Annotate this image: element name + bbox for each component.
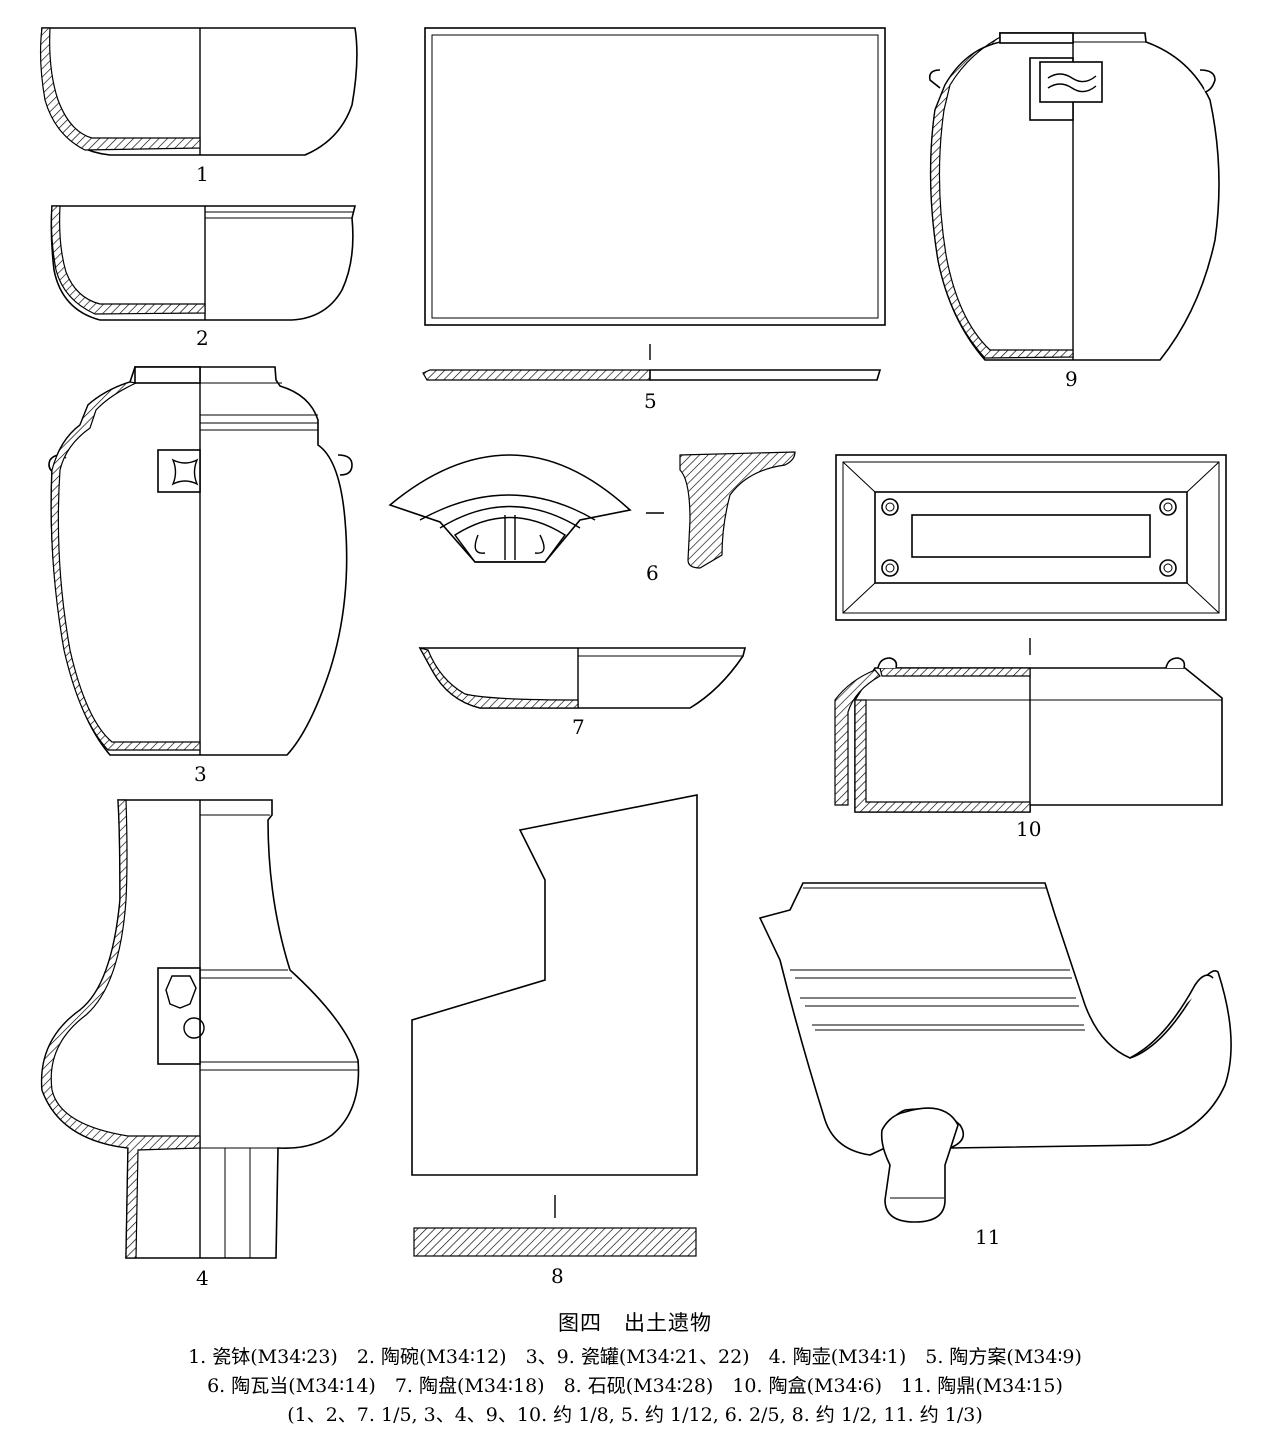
figure-caption-line-3: (1、2、7. 1/5, 3、4、9、10. 约 1/8, 5. 约 1/12,… bbox=[287, 1404, 983, 1426]
drawing-8-stone-inkstone bbox=[411, 794, 698, 1257]
figure-caption-title: 图四 出土遗物 bbox=[558, 1311, 712, 1335]
drawing-6-eave-tile bbox=[388, 451, 796, 569]
drawing-2-pottery-bowl bbox=[50, 205, 357, 321]
figure-label-7: 7 bbox=[572, 715, 585, 739]
figure-caption-line-1: 1. 瓷钵(M34∶23) 2. 陶碗(M34∶12) 3、9. 瓷罐(M34∶… bbox=[188, 1346, 1082, 1368]
figure-label-3: 3 bbox=[194, 762, 207, 786]
figure-label-2: 2 bbox=[196, 326, 209, 350]
figure-label-1: 1 bbox=[196, 162, 209, 186]
figure-caption-line-2: 6. 陶瓦当(M34∶14) 7. 陶盘(M34∶18) 8. 石砚(M34∶2… bbox=[207, 1375, 1063, 1397]
figure-label-4: 4 bbox=[196, 1266, 209, 1290]
drawing-7-pottery-plate bbox=[418, 647, 747, 709]
figure-label-9: 9 bbox=[1065, 367, 1078, 391]
figure-label-10: 10 bbox=[1016, 817, 1042, 841]
figure-label-8: 8 bbox=[551, 1264, 564, 1288]
drawing-1-porcelain-bowl bbox=[39, 27, 358, 156]
drawing-5-pottery-tray bbox=[422, 27, 886, 381]
drawing-9-porcelain-jar bbox=[928, 32, 1220, 361]
figure-label-5: 5 bbox=[644, 389, 657, 413]
archaeological-drawings bbox=[39, 27, 1232, 1259]
drawing-3-porcelain-jar bbox=[48, 366, 353, 756]
drawing-10-pottery-box bbox=[834, 454, 1227, 813]
figure-label-11: 11 bbox=[975, 1225, 1001, 1249]
figure-label-6: 6 bbox=[646, 561, 659, 585]
drawing-4-pottery-hu bbox=[40, 799, 360, 1259]
drawing-11-pottery-ding bbox=[758, 882, 1232, 1223]
